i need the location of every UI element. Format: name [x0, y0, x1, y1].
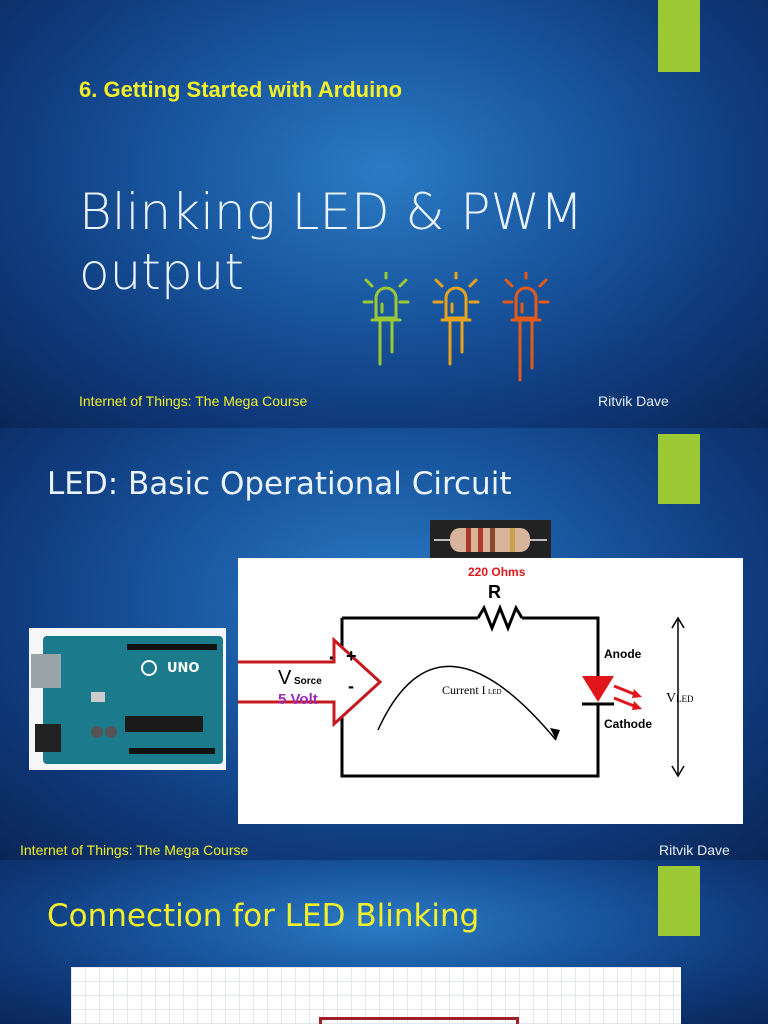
- anode-label: Anode: [604, 647, 642, 661]
- vled-label: V: [666, 691, 676, 706]
- vled-subscript: LED: [676, 694, 694, 704]
- breadboard-diagram: [71, 967, 681, 1024]
- slide-title-line1: Blinking LED & PWM: [79, 183, 584, 241]
- slide-heading: Connection for LED Blinking: [47, 898, 480, 934]
- resistance-label: 220 Ohms: [468, 565, 526, 579]
- slide-footer-course: Internet of Things: The Mega Course: [79, 393, 308, 409]
- arduino-board-photo: UNO: [29, 628, 226, 770]
- current-label: Current I: [442, 683, 486, 697]
- slide-accent-tab: [658, 0, 700, 72]
- resistor-symbol: R: [488, 582, 501, 602]
- slide-title-line2: output: [79, 243, 244, 301]
- cathode-label: Cathode: [604, 717, 652, 731]
- chapter-kicker: 6. Getting Started with Arduino: [79, 77, 403, 102]
- circuit-slide: LED: Basic Operational Circuit UNO: [0, 428, 768, 860]
- battery-minus: -: [348, 676, 354, 696]
- led-icon-amber: [432, 272, 480, 366]
- slide-footer-author: Ritvik Dave: [598, 393, 669, 409]
- led-icon-orange: [502, 272, 550, 382]
- slide-title: Blinking LED & PWM output: [79, 182, 679, 302]
- source-label: V: [278, 667, 292, 689]
- source-subscript: Sorce: [294, 676, 322, 687]
- slide-accent-tab: [658, 866, 700, 936]
- title-slide: 6. Getting Started with Arduino Blinking…: [0, 0, 768, 428]
- slide-footer-author: Ritvik Dave: [659, 842, 730, 858]
- wire-outline: [319, 1017, 519, 1024]
- slide-footer-course: Internet of Things: The Mega Course: [20, 842, 249, 858]
- led-circuit-diagram: 220 Ohms R + - V Sorce 5 Volt Current I …: [238, 558, 743, 824]
- led-icons: [362, 272, 550, 382]
- current-subscript: LED: [488, 688, 502, 696]
- battery-plus: +: [346, 646, 357, 666]
- led-icon-green: [362, 272, 410, 366]
- connection-slide: Connection for LED Blinking: [0, 860, 768, 1024]
- resistor-photo: [430, 520, 551, 560]
- slide-accent-tab: [658, 434, 700, 504]
- board-label: UNO: [167, 661, 200, 676]
- source-voltage: 5 Volt: [278, 691, 318, 708]
- slide-heading: LED: Basic Operational Circuit: [47, 466, 512, 502]
